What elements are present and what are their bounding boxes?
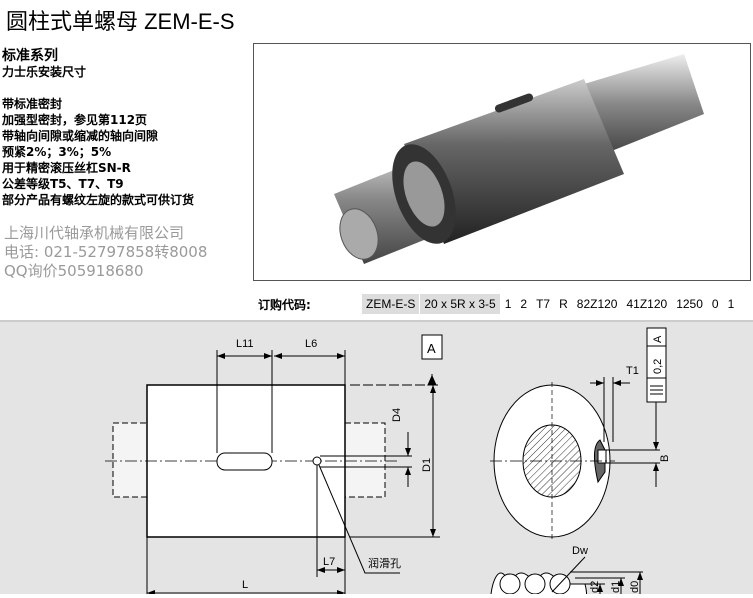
feature: 带标准密封 (2, 97, 63, 111)
order-code-cell: 2 (516, 294, 533, 314)
watermark-qq: QQ询价505918680 (4, 262, 144, 280)
dim-d2: d2 (589, 581, 601, 593)
order-code-cell: 1 (501, 294, 517, 314)
feature: 部分产品有螺纹左旋的款式可供订货 (2, 193, 195, 207)
dim-b: B (659, 455, 671, 462)
order-code-cell: 0 (708, 294, 724, 314)
tolerance-datum: A (652, 335, 664, 343)
ball-screw-nut-image (334, 54, 704, 264)
dim-l11: L11 (236, 338, 254, 350)
order-code-cell: 41Z120 (622, 294, 673, 314)
order-code-cell: ZEM-E-S (362, 294, 421, 314)
tolerance-value: 0,2 (652, 359, 664, 374)
nut-side-view (105, 334, 443, 597)
dim-d1: D1 (421, 458, 433, 472)
order-code-cell: 1250 (672, 294, 708, 314)
series-heading: 标准系列 (2, 48, 58, 64)
order-code-cell: 20 x 5R x 3-5 (420, 294, 501, 314)
feature: 用于精密滚压丝杠SN-R (2, 161, 131, 175)
order-code-cell: 82Z120 (573, 294, 623, 314)
order-code-cell: R (555, 294, 573, 314)
product-photo (253, 43, 751, 281)
dim-t1: T1 (626, 365, 639, 377)
watermark-company: 上海川代轴承机械有限公司 (4, 224, 185, 242)
series-subheading: 力士乐安装尺寸 (2, 65, 87, 79)
datum-a: A (427, 341, 436, 356)
nut-end-view (490, 327, 667, 540)
feature: 预紧2%；3%；5% (2, 145, 112, 159)
watermark: 上海川代轴承机械有限公司 电话: 021-52797858转8008 QQ询价5… (4, 224, 207, 281)
dim-l6: L6 (305, 338, 317, 350)
product-description: 标准系列 力士乐安装尺寸 带标准密封 加强型密封，参见第112页 带轴向间隙或缩… (2, 48, 194, 208)
feature: 加强型密封，参见第112页 (2, 113, 148, 127)
order-code-cell: 1 (724, 294, 740, 314)
watermark-phone: 电话: 021-52797858转8008 (4, 243, 208, 261)
technical-drawing: L11 L6 A D4 D1 L7 L 润滑孔 T1 B 0,2 A Dw (0, 320, 753, 598)
order-code-label: 订购代码: (258, 298, 311, 312)
dim-dw: Dw (572, 545, 588, 557)
order-code-cell: T7 (532, 294, 556, 314)
page-title: 圆柱式单螺母 ZEM-E-S (6, 9, 235, 34)
feature: 公差等级T5、T7、T9 (2, 177, 124, 191)
dim-l: L (242, 579, 248, 591)
lube-hole-label: 润滑孔 (368, 556, 401, 570)
dim-d4: D4 (391, 408, 403, 422)
feature: 带轴向间隙或缩减的轴向间隙 (2, 129, 159, 143)
dim-d1-screw: d1 (610, 581, 622, 593)
order-code-table: ZEM-E-S 20 x 5R x 3-5 1 2 T7 R 82Z120 41… (362, 294, 740, 314)
dim-d0: d0 (629, 581, 641, 593)
dim-l7: L7 (323, 556, 335, 568)
